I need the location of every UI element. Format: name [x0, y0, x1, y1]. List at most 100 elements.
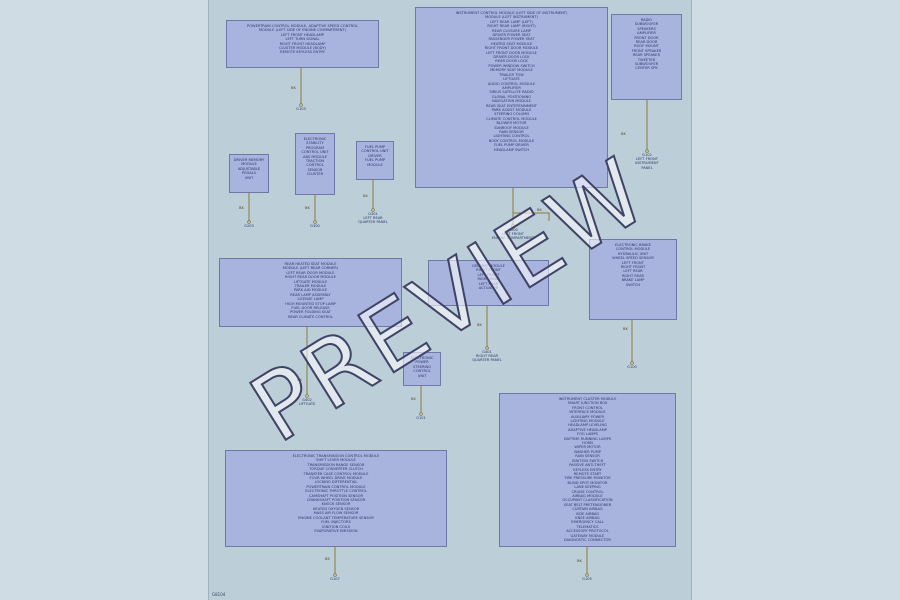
module-label-line: FOUR WHEEL DRIVE MODULE — [309, 476, 363, 481]
module-label-line: ADJUSTABLE — [237, 166, 261, 171]
module-label-line: ROOF MOUNT — [634, 44, 659, 49]
module-label-line: HIGH MOUNTED STOP LAMP — [285, 301, 336, 306]
module-label-line: RIGHT FRONT — [620, 265, 646, 270]
module-label-line: AIRBAG MODULE — [572, 493, 603, 498]
module-label-line: TWEETER — [637, 57, 656, 62]
module-label-line: CAMSHAFT POSITION SENSOR — [309, 493, 363, 498]
module-label-line: LEFT REAR LAMP (LEFT) — [490, 19, 533, 24]
module-label-line: REMOTE START — [573, 471, 602, 476]
module-label-line: AMPLIFIER — [502, 85, 521, 90]
module-label-line: PARK ASSIST MODULE — [491, 107, 532, 112]
module-label-line: ADAPTIVE HEADLAMP — [568, 427, 607, 432]
module-label-line: TRAILER TOW — [499, 72, 524, 77]
module-label-line: RAIN SENSOR — [499, 129, 524, 134]
module-label-line: FRONT DOOR — [634, 35, 659, 40]
module-label-line: SIDE AIRBAG — [575, 511, 600, 516]
module-label-line: POWER WINDOW SWITCH — [488, 63, 535, 68]
module-label-line: RIGHT REAR — [477, 277, 500, 282]
module-label-line: HEADLAMP SWITCH — [493, 147, 530, 152]
ground-label-line: G102 — [642, 153, 652, 157]
module-label-line: MODULE — [241, 162, 257, 167]
module-label-line: SUBWOOFER — [634, 62, 659, 67]
module-label-line: HYDRAULIC UNIT — [617, 251, 649, 256]
ground-tag-10: G101 — [416, 416, 426, 420]
module-label-line: AUDIO CONTROL MODULE — [487, 81, 536, 86]
module-label-line: SMART JUNCTION BOX — [567, 401, 608, 406]
module-label-line: RIGHT FRONT — [476, 268, 501, 273]
module-label-line: TRANSFER CASE CONTROL MODULE — [303, 471, 369, 476]
module-label-line: LEFT REAR — [623, 269, 643, 274]
module-label-line: POWERTRAIN CONTROL MODULE — [306, 484, 366, 489]
module-label-line: SENSOR — [307, 167, 323, 172]
module-label-line: WHEEL SPEED SENSOR — [612, 256, 654, 261]
module-label-line: GENERIC MODULE — [472, 264, 505, 268]
module-label-line: CENTER SPK — [635, 66, 658, 71]
module-label-line: TRACTION — [305, 159, 325, 164]
module-label-line: FRONT SPEAKER — [631, 48, 662, 53]
module-label-line: PARK AID MODULE — [293, 288, 328, 293]
module-label-line: HEATED OXYGEN SENSOR — [312, 506, 360, 511]
module-label-line: LEFT REAR DOOR MODULE — [286, 270, 335, 275]
module-label-line: IGNITION SWITCH — [571, 458, 604, 463]
module-label-line: LEFT TURN SIGNAL — [285, 37, 320, 42]
module-label-line: INTERFACE MODULE — [569, 410, 606, 415]
module-label-line: LEFT REAR — [478, 281, 499, 286]
module-label-line: TELEMATICS — [576, 524, 599, 529]
ground-tag-12: G105 — [582, 577, 592, 581]
ground-label-line: G301 — [368, 212, 378, 216]
module-label-line: FRONT CONTROL — [572, 405, 603, 410]
module-label-line: DRIVER MEMORY — [233, 158, 265, 162]
module-label-line: SEAT BELT PRETENSIONER — [563, 502, 612, 507]
module-label-line: ELECTRONIC — [410, 356, 434, 360]
ground-label-line: QUARTER PANEL — [472, 358, 502, 363]
module-label-line: MODULE (LEFT SIDE OF ENGINE COMPARTMENT) — [258, 28, 347, 33]
module-label-line: DRIVER — [368, 153, 382, 158]
module-label-line: SHIFT LEVER MODULE — [316, 458, 356, 463]
module-label-line: LEFT FRONT — [477, 272, 500, 277]
module-label-line: UNIT — [244, 175, 254, 180]
ground-tag-1: G103 — [296, 107, 306, 111]
module-label-line: BODY CONTROL MODULE — [488, 138, 535, 143]
ground-label-line: G105 — [582, 577, 592, 581]
module-label-line: RIGHT REAR — [621, 273, 645, 278]
module-label-line: WASHER PUMP — [574, 449, 601, 454]
wire-color-label: BK — [305, 206, 310, 210]
module-label-line: BRAKE LAMP — [621, 278, 645, 283]
module-label-line: GLOBAL POSITIONING — [491, 94, 532, 99]
wire-color-label: BK — [363, 194, 368, 198]
module-label-line: FUEL INJECTORS — [321, 520, 351, 525]
module-box-1: POWERTRAIN CONTROL MODULE, ADAPTIVE SPEE… — [226, 20, 379, 68]
ground-label-line: G203 — [244, 224, 254, 228]
module-label-line: LEFT FRONT — [622, 260, 644, 265]
module-label-line: REAR CLIMATE CONTROL — [288, 314, 333, 319]
module-label-line: NAVIGATION MODULE — [492, 99, 531, 104]
module-label-line: MODULE (LEFT REAR CORNER) — [282, 266, 339, 271]
module-label-line: BLIND SPOT MONITOR — [567, 480, 608, 485]
wire-color-label: BK — [291, 86, 296, 90]
module-label-line: MODULE — [367, 162, 383, 167]
module-label-line: REAR SEAT ENTERTAINMENT — [486, 103, 537, 108]
module-label-line: RIGHT REAR DOOR MODULE — [285, 275, 336, 280]
module-label-line: TRAILER MODULE — [294, 284, 327, 289]
ground-label-line: RIGHT REAR — [475, 354, 499, 359]
module-label-line: ELECTRONIC TRANSMISSION CONTROL MODULE — [292, 454, 380, 458]
ground-label-line: G402 — [302, 398, 312, 402]
module-label-line: GATEWAY MODULE — [570, 533, 605, 538]
module-label-line: REAR DOOR LOCK — [495, 59, 528, 64]
module-label-line: SPEAKERS — [637, 26, 656, 31]
module-label-line: SIRIUS SATELLITE RADIO — [489, 90, 534, 95]
module-label-line: EVAPORATIVE EMISSION — [314, 528, 358, 533]
module-label-line: LIFTGATE — [503, 77, 520, 82]
module-label-line: WIPER MOTOR — [574, 445, 601, 450]
wire-color-label: BK — [325, 557, 330, 561]
module-label-line: IGNITION COILS — [321, 524, 351, 529]
